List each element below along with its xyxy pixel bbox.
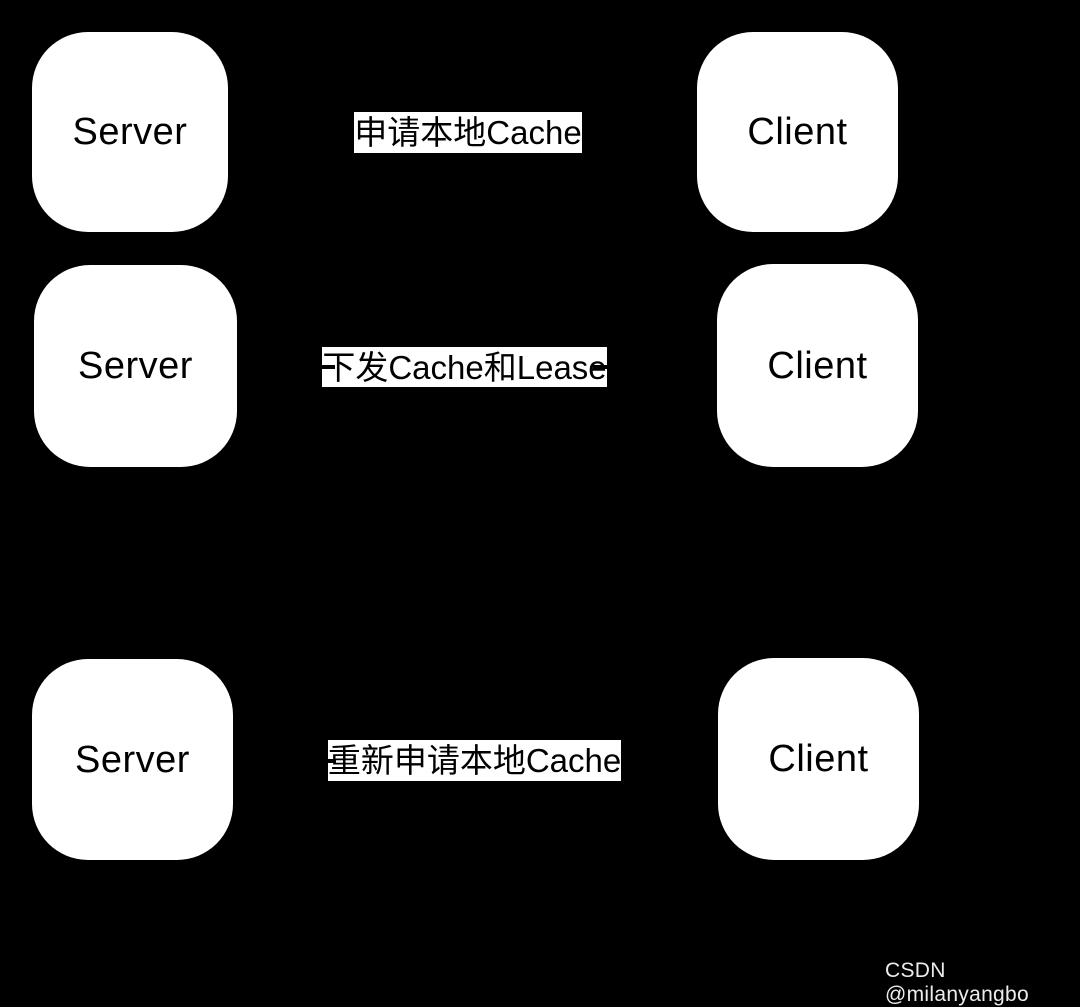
client-node-row1: Client: [697, 32, 898, 232]
arrow-shaft-right-icon: [593, 365, 607, 369]
client-node-row3-label: Client: [768, 738, 869, 780]
client-node-row2: Client: [717, 264, 918, 467]
arrow-label-row2: 下发Cache和Lease: [322, 347, 607, 387]
server-node-row2-label: Server: [78, 345, 193, 387]
arrow-shaft-left-icon: [322, 365, 335, 369]
server-node-row3-label: Server: [75, 738, 190, 781]
server-node-row3: Server: [32, 659, 233, 860]
client-node-row2-label: Client: [767, 344, 868, 387]
arrow-label-row1: 申请本地Cache: [354, 112, 582, 153]
arrow-label-row3-text: 重新申请本地Cache: [327, 742, 622, 779]
arrow-label-row1-text: 申请本地Cache: [354, 114, 582, 151]
server-node-row2: Server: [34, 265, 237, 467]
server-node-row1: Server: [32, 32, 228, 232]
server-node-row1-label: Server: [72, 111, 188, 153]
csdn-watermark: CSDN @milanyangbo: [885, 959, 1029, 1006]
client-node-row1-label: Client: [747, 111, 848, 153]
arrow-label-row2-text: 下发Cache和Lease: [322, 348, 607, 386]
client-node-row3: Client: [718, 658, 919, 860]
arrow-shaft-left-icon: [328, 758, 336, 763]
arrow-label-row3: 重新申请本地Cache: [328, 740, 621, 781]
